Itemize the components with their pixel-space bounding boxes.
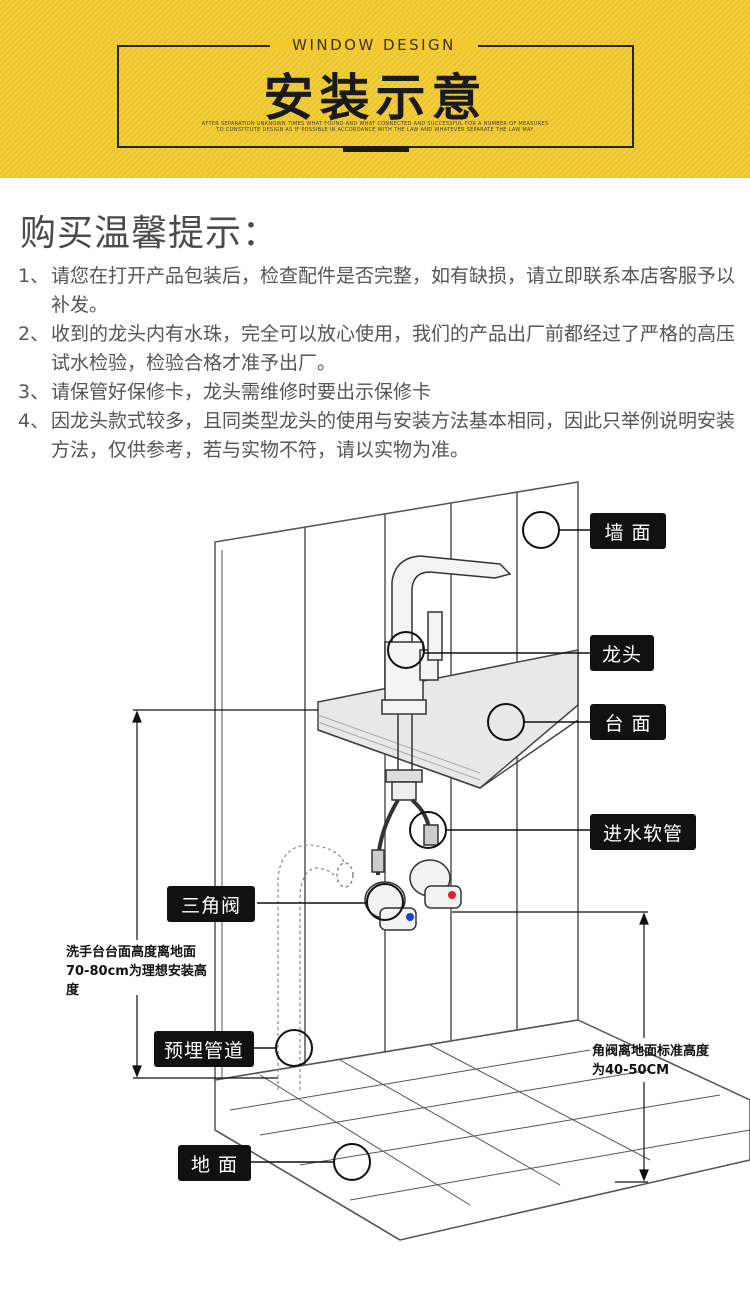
tip-item: 2、 收到的龙头内有水珠，完全可以放心使用，我们的产品出厂前都经过了严格的高压试… <box>18 320 738 378</box>
valve-callout-circle <box>366 883 404 921</box>
note-valve-height: 角阀离地面标准高度为40-50CM <box>592 1044 710 1078</box>
header-fine-print: AFTER SEPARATION UNKNOWN TIMES WHAT FOUN… <box>201 121 549 133</box>
installation-diagram: 墙 面 龙头 台 面 进水软管 三角阀 预埋管道 地 面 洗手台台面高度离地面7… <box>0 470 750 1310</box>
label-floor: 地 面 <box>178 1145 251 1181</box>
tip-item: 1、 请您在打开产品包装后，检查配件是否完整，如有缺损，请立即联系本店客服予以补… <box>18 262 738 320</box>
diagram-illustration <box>132 481 750 1241</box>
faucet-body <box>384 641 424 703</box>
label-wall: 墙 面 <box>590 513 666 549</box>
header-banner: WINDOW DESIGN 安装示意 AFTER SEPARATION UNKN… <box>0 0 750 178</box>
embedded-pipe <box>277 844 346 1090</box>
tip-item: 4、 因龙头款式较多，且同类型龙头的使用与安装方法基本相同，因此只举例说明安装方… <box>18 407 738 465</box>
faucet-spout <box>391 555 512 650</box>
hot-indicator <box>448 891 456 899</box>
tip-number: 2、 <box>18 323 50 345</box>
tip-text: 请保管好保修卡，龙头需维修时要出示保修卡 <box>51 381 432 403</box>
label-embedded-pipe: 预埋管道 <box>154 1031 254 1067</box>
tip-text: 收到的龙头内有水珠，完全可以放心使用，我们的产品出厂前都经过了严格的高压试水检验… <box>51 323 736 374</box>
tips-heading: 购买温馨提示： <box>20 213 280 254</box>
label-countertop: 台 面 <box>590 704 666 740</box>
tip-number: 1、 <box>18 265 50 287</box>
label-inlet-hose: 进水软管 <box>590 814 696 850</box>
header-subtitle: WINDOW DESIGN <box>292 36 456 54</box>
frame-gap <box>270 40 478 52</box>
label-faucet: 龙头 <box>590 635 654 671</box>
label-angle-valve: 三角阀 <box>167 886 255 922</box>
tip-number: 3、 <box>18 381 50 403</box>
tip-text: 请您在打开产品包装后，检查配件是否完整，如有缺损，请立即联系本店客服予以补发。 <box>51 265 736 316</box>
tip-number: 4、 <box>18 410 50 432</box>
tip-text: 因龙头款式较多，且同类型龙头的使用与安装方法基本相同，因此只举例说明安装方法，仅… <box>51 410 736 461</box>
tips-list: 1、 请您在打开产品包装后，检查配件是否完整，如有缺损，请立即联系本店客服予以补… <box>18 262 738 465</box>
frame-accent-bar <box>343 146 409 152</box>
faucet-callout-circle <box>387 631 425 669</box>
page-title: 安装示意 <box>263 69 488 127</box>
cold-indicator <box>406 913 414 921</box>
tip-item: 3、 请保管好保修卡，龙头需维修时要出示保修卡 <box>18 378 738 407</box>
countertop <box>317 649 579 789</box>
note-counter-height: 洗手台台面高度离地面70-80cm为理想安装高度 <box>66 945 207 998</box>
